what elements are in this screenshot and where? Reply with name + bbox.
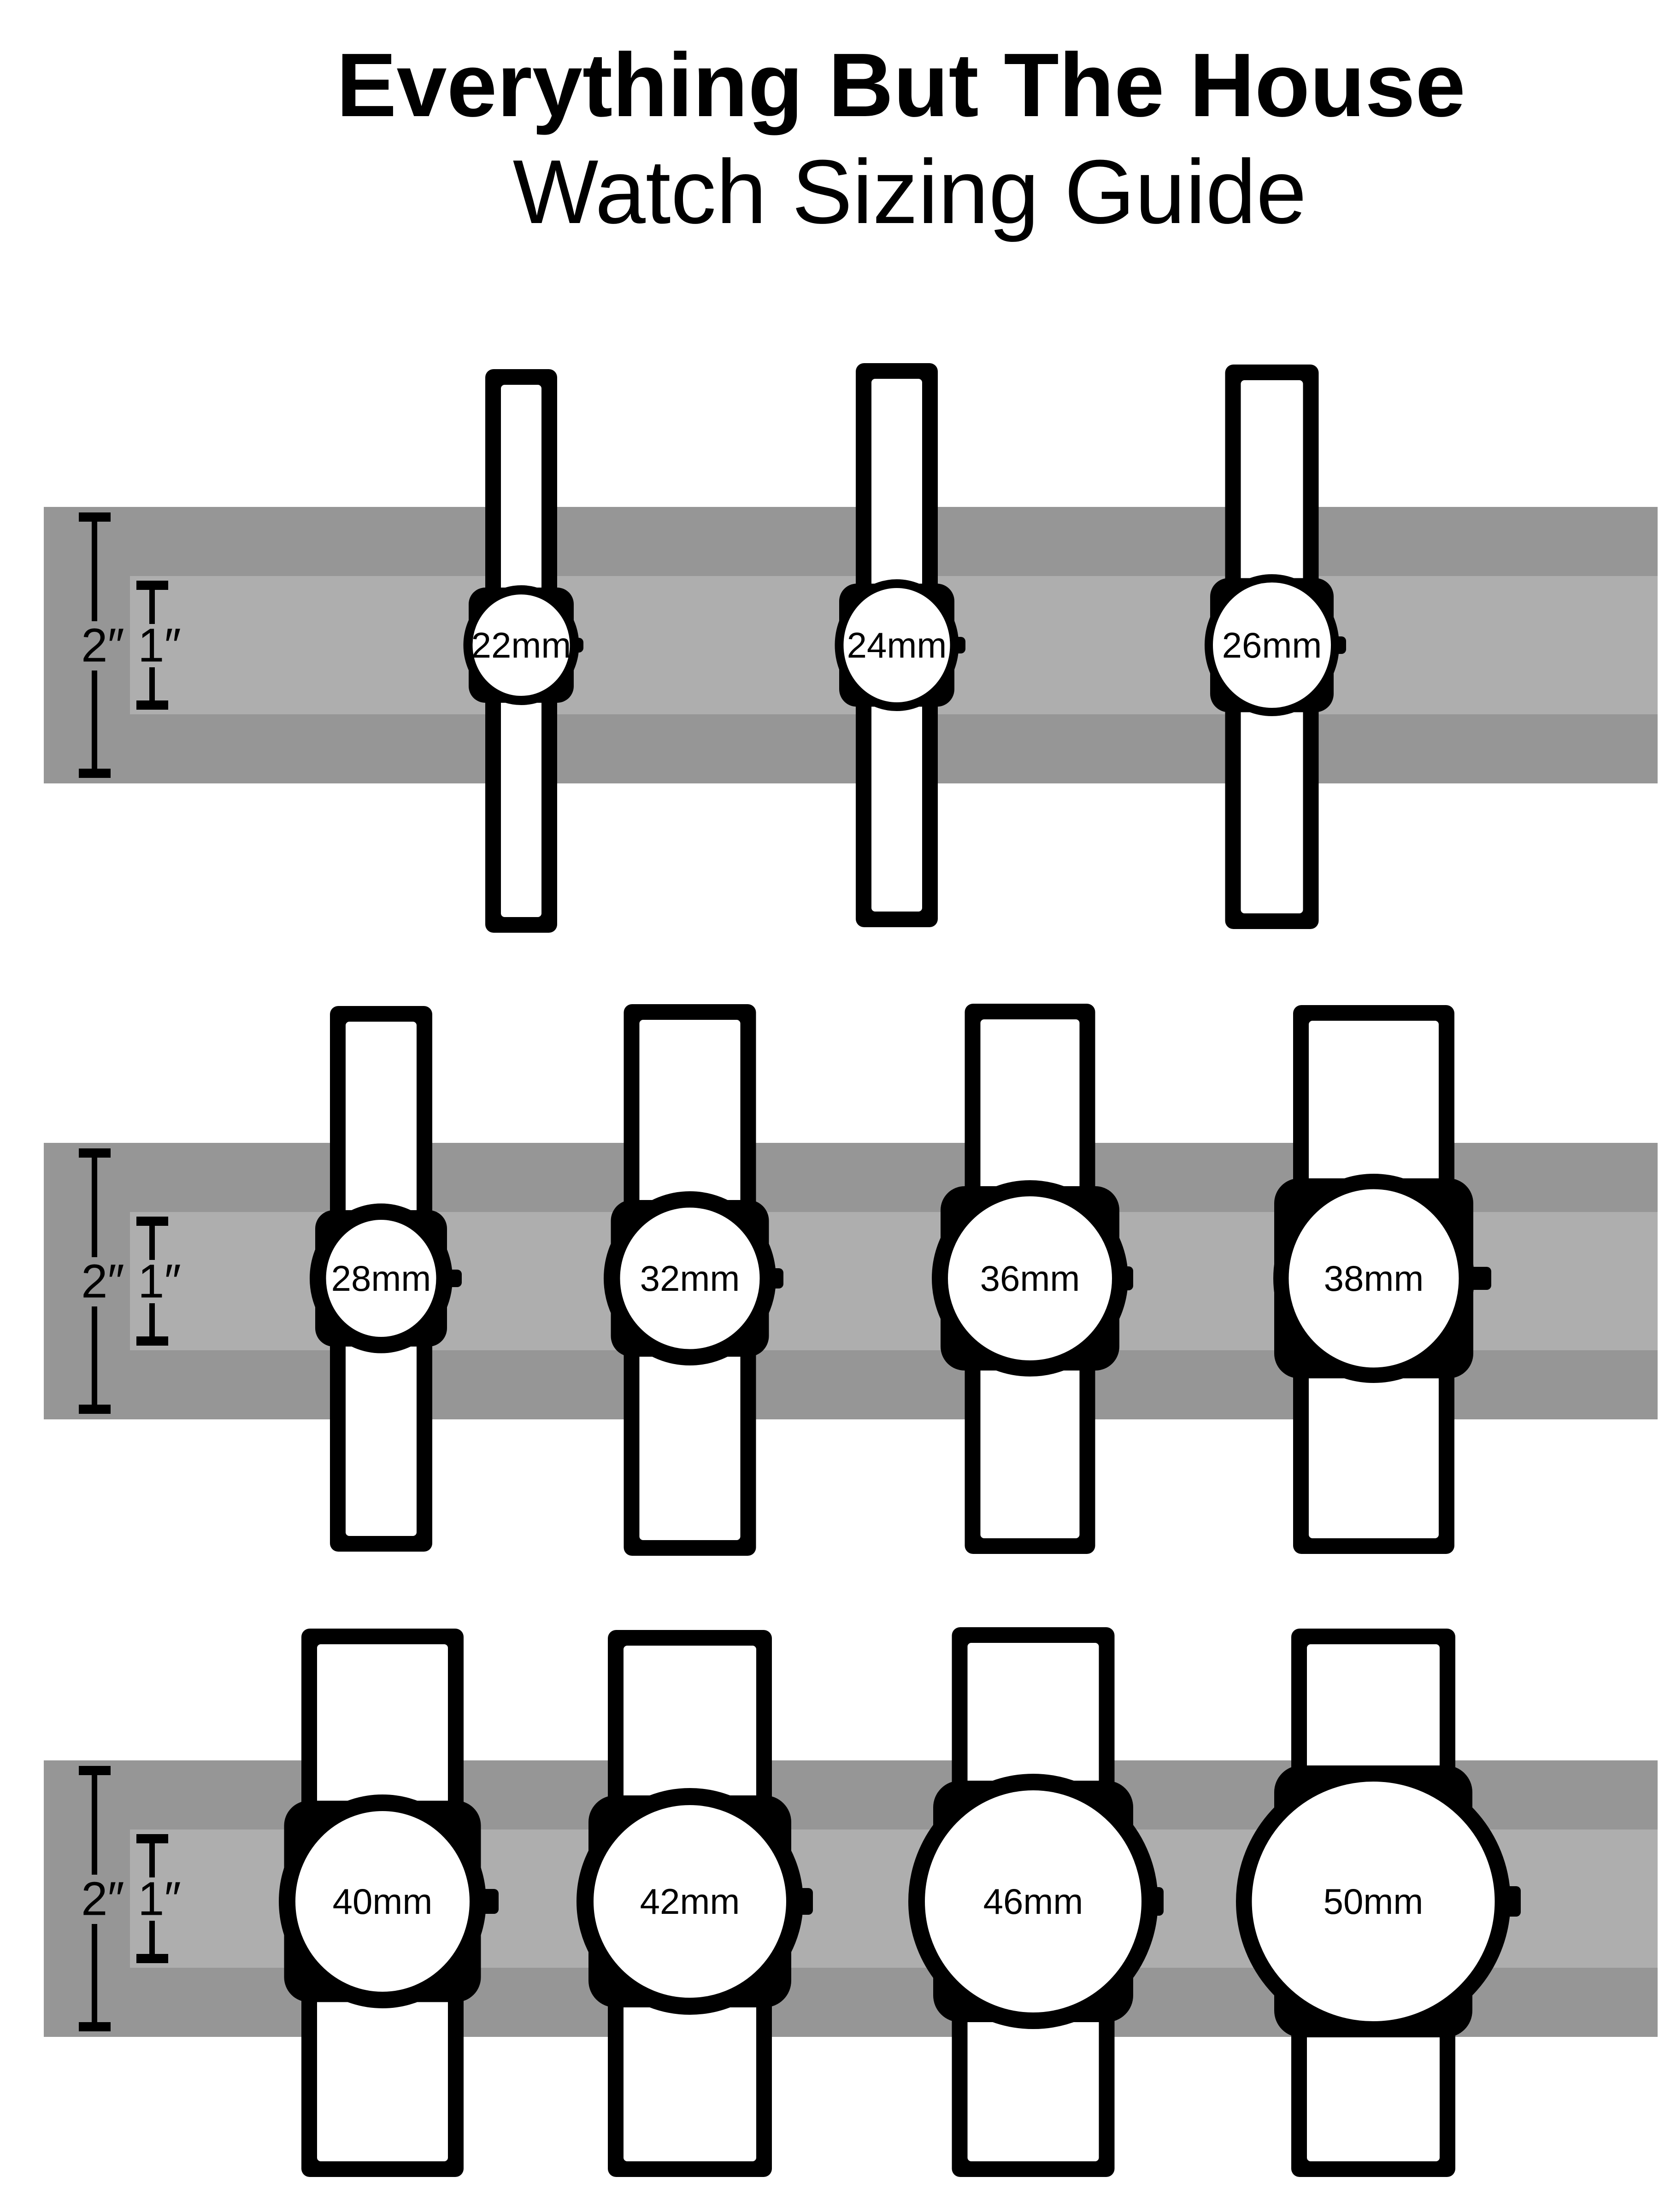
- svg-text:2″: 2″: [81, 619, 124, 672]
- svg-text:2″: 2″: [81, 1255, 124, 1308]
- svg-text:50mm: 50mm: [1324, 1881, 1424, 1922]
- svg-text:Everything But The House: Everything But The House: [336, 35, 1465, 135]
- svg-text:36mm: 36mm: [980, 1258, 1080, 1299]
- svg-text:24mm: 24mm: [847, 625, 947, 665]
- svg-text:28mm: 28mm: [331, 1258, 431, 1299]
- svg-text:38mm: 38mm: [1324, 1258, 1424, 1299]
- svg-text:26mm: 26mm: [1222, 625, 1322, 665]
- svg-text:2″: 2″: [81, 1872, 124, 1925]
- svg-text:1″: 1″: [138, 619, 181, 672]
- svg-text:40mm: 40mm: [333, 1881, 433, 1922]
- svg-text:42mm: 42mm: [640, 1881, 740, 1922]
- svg-text:46mm: 46mm: [983, 1881, 1083, 1922]
- svg-text:1″: 1″: [138, 1872, 181, 1925]
- svg-text:22mm: 22mm: [471, 625, 571, 665]
- svg-text:32mm: 32mm: [640, 1258, 740, 1299]
- svg-text:1″: 1″: [138, 1255, 181, 1308]
- svg-text:Watch Sizing Guide: Watch Sizing Guide: [513, 141, 1307, 242]
